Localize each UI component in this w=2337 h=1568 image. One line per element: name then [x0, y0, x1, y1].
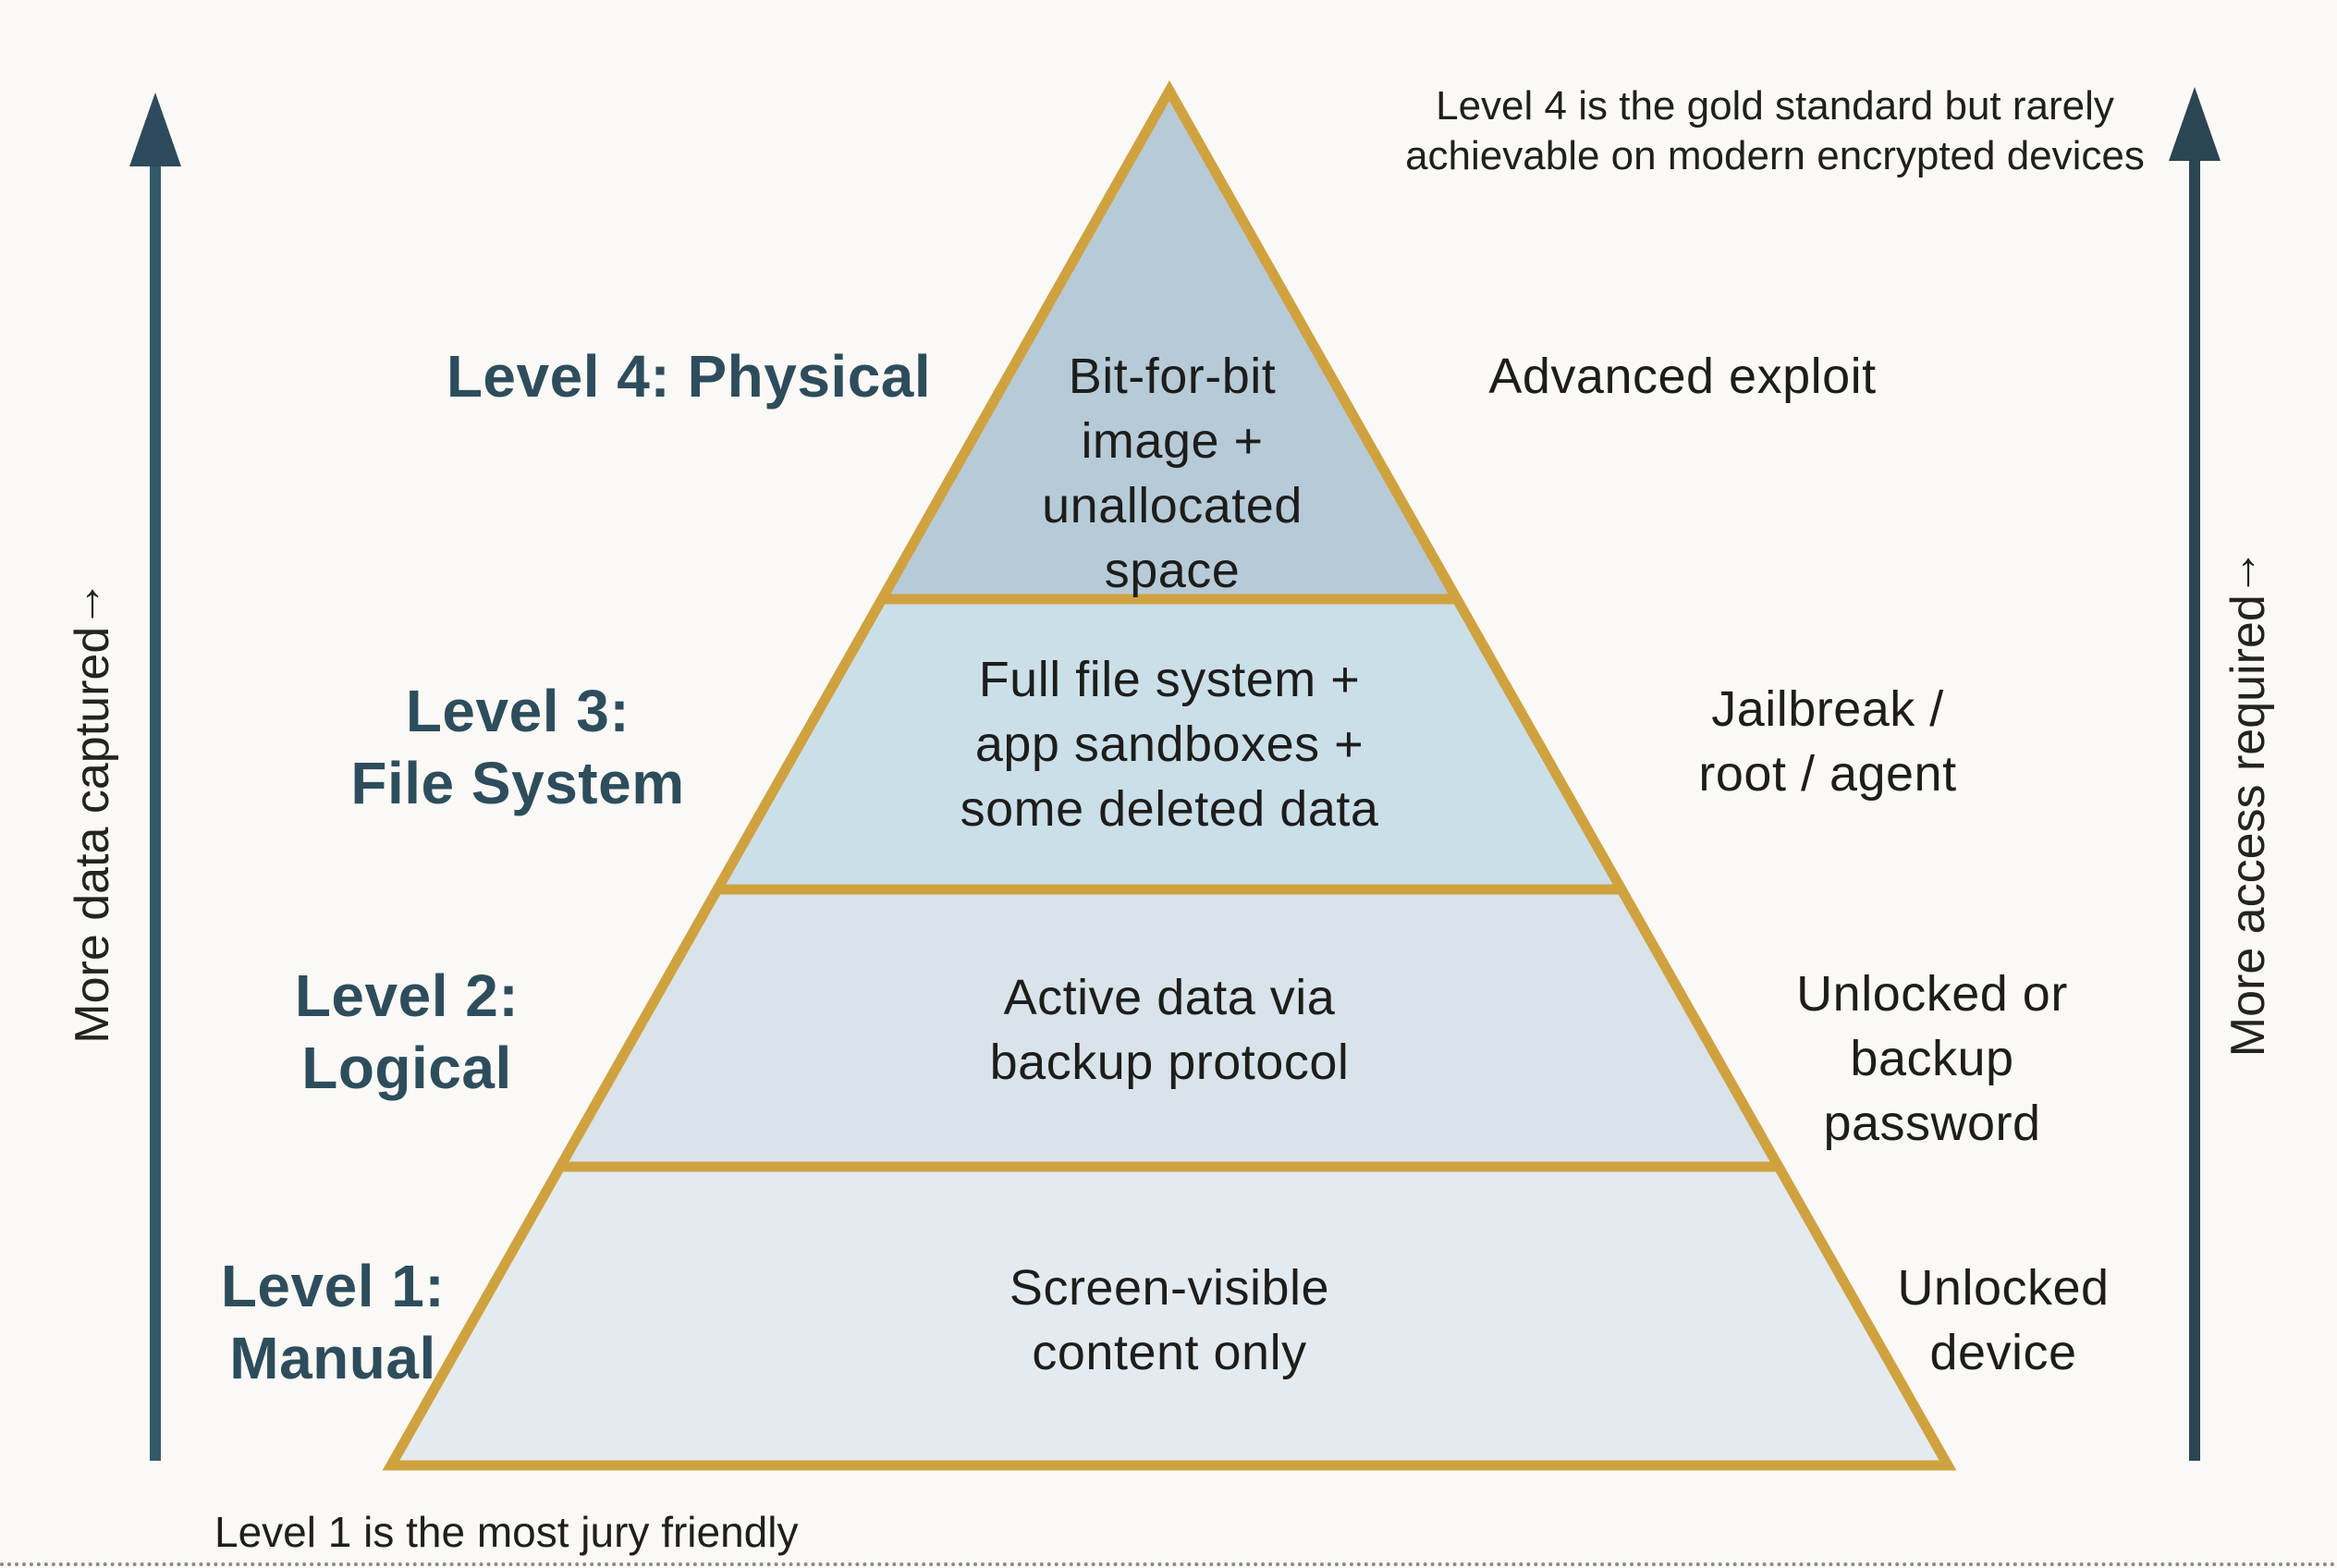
level-4-label: Level 4: Physical — [446, 343, 932, 410]
left-axis-label: More data captured ↑ — [65, 419, 120, 1214]
level-2-label: Level 2: Logical — [294, 962, 520, 1101]
level-3-access-text: Jailbreak / root / agent — [1698, 681, 1957, 802]
pyramid-level-4-shape — [873, 80, 1466, 605]
bottom-dotted-line-artifact — [0, 1562, 2337, 1566]
level-2-band-text: Active data via backup protocol — [989, 970, 1350, 1090]
level-4-band-text: Bit-for-bit image + unallocated space — [1042, 349, 1303, 598]
top-note: Level 4 is the gold standard but rarely … — [1405, 83, 2145, 178]
level-1-access-text: Unlocked device — [1897, 1260, 2110, 1380]
level-2-access-text: Unlocked or backup password — [1796, 966, 2068, 1151]
left-axis-up-arrow-icon: ↑ — [80, 574, 104, 629]
level-1-label: Level 1: Manual — [220, 1253, 446, 1391]
right-axis-arrow — [2169, 87, 2221, 1461]
level-1-band-text: Screen-visible content only — [1009, 1260, 1330, 1380]
level-3-label: Level 3: File System — [350, 678, 685, 816]
left-axis-label-text: More data captured — [66, 626, 119, 1044]
level-3-band-text: Full file system + app sandboxes + some … — [960, 652, 1379, 837]
left-axis-arrow — [129, 92, 181, 1461]
level-4-access-text: Advanced exploit — [1488, 349, 1877, 404]
right-axis-label: More access required ↑ — [2221, 410, 2276, 1205]
footer-note: Level 1 is the most jury friendly — [214, 1508, 799, 1556]
right-axis-label-text: More access required — [2221, 594, 2275, 1058]
right-axis-up-arrow-icon: ↑ — [2236, 542, 2260, 596]
